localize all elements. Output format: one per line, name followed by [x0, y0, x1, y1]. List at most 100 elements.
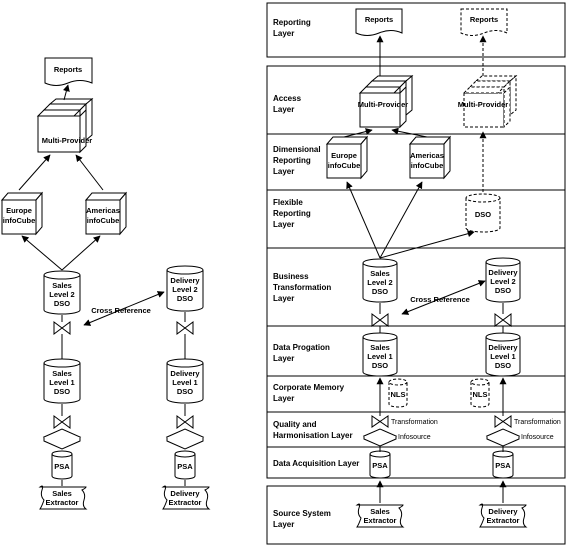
layer-flexible-1: Flexible [273, 198, 303, 207]
right-americas-cube: Americas infoCube [408, 135, 452, 180]
right-sales-nls: NLS [388, 378, 408, 408]
layer-data-acquisition: Data Acquisition Layer [273, 459, 359, 468]
right-sales-psa: PSA [369, 450, 391, 479]
left-reports-document: Reports [44, 57, 93, 86]
left-delivery-psa: PSA [174, 450, 196, 480]
layer-reporting-2: Layer [273, 29, 294, 38]
svg-text:DSO: DSO [177, 294, 193, 303]
left-cross-reference-label: Cross Reference [91, 306, 151, 315]
svg-text:Delivery: Delivery [488, 507, 518, 516]
layer-corporate-memory-2: Layer [273, 394, 294, 403]
left-delivery-l1-dso: Delivery Level 1 DSO [166, 358, 204, 404]
layer-dimensional-2: Reporting [273, 156, 311, 165]
svg-text:Reports: Reports [365, 15, 393, 24]
right-sales-l2-dso: Sales Level 2 DSO [362, 258, 398, 303]
right-reports-document: Reports [355, 8, 403, 36]
svg-text:Extractor: Extractor [487, 516, 520, 525]
layers-stack-box [266, 65, 566, 479]
right-multiprovider: Multi-Provider [358, 74, 414, 129]
svg-text:Sales: Sales [52, 281, 72, 290]
layer-business-3: Layer [273, 294, 294, 303]
right-transformation-sales-label: Transformation [391, 419, 438, 426]
svg-text:Delivery: Delivery [488, 268, 518, 277]
layer-corporate-memory-1: Corporate Memory [273, 383, 345, 392]
svg-text:Level 1: Level 1 [49, 378, 74, 387]
svg-text:Extractor: Extractor [169, 498, 202, 507]
left-sales-psa: PSA [51, 450, 73, 480]
svg-text:DSO: DSO [372, 287, 388, 296]
left-sales-infosource [42, 415, 82, 450]
svg-text:Extractor: Extractor [364, 516, 397, 525]
right-infosource-sales-label: Infosource [398, 434, 431, 441]
left-arrows [18, 84, 186, 486]
right-arrows [343, 35, 507, 503]
right-reports-dashed-document: Reports [460, 8, 508, 36]
svg-text:Sales: Sales [370, 343, 390, 352]
svg-text:NLS: NLS [473, 390, 488, 399]
right-flexible-dso-dashed: DSO [465, 193, 501, 233]
layer-access-2: Layer [273, 105, 294, 114]
svg-text:Europe: Europe [331, 151, 357, 160]
source-system-layer-box [266, 485, 566, 545]
layer-reporting-1: Reporting [273, 18, 311, 27]
svg-text:Level 2: Level 2 [367, 278, 392, 287]
right-delivery-valve [494, 313, 512, 327]
left-delivery-valve [176, 321, 194, 335]
right-transformation-delivery-label: Transformation [514, 419, 561, 426]
right-sales-infosource [362, 415, 398, 447]
right-delivery-extractor: Delivery Extractor [478, 503, 528, 528]
layer-dimensional-3: Layer [273, 167, 294, 176]
svg-text:DSO: DSO [495, 286, 511, 295]
left-delivery-l2-dso: Delivery Level 2 DSO [166, 265, 204, 312]
layer-quality-2: Harmonisation Layer [273, 431, 353, 440]
svg-text:Americas: Americas [410, 151, 444, 160]
svg-text:Level 1: Level 1 [367, 352, 392, 361]
left-sales-valve [53, 321, 71, 335]
left-reports-label: Reports [54, 65, 82, 74]
svg-text:Delivery: Delivery [170, 489, 200, 498]
left-americas-label-2: infoCube [87, 216, 120, 225]
svg-text:infoCube: infoCube [411, 161, 444, 170]
right-delivery-nls: NLS [470, 378, 490, 408]
right-europe-cube: Europe infoCube [325, 135, 369, 180]
layer-business-2: Transformation [273, 283, 331, 292]
right-sales-extractor: Sales Extractor [355, 503, 405, 528]
left-sales-extractor: Sales Extractor [38, 485, 88, 510]
svg-text:Level 1: Level 1 [490, 352, 515, 361]
svg-text:PSA: PSA [495, 461, 511, 470]
svg-text:DSO: DSO [495, 361, 511, 370]
svg-text:Delivery: Delivery [170, 369, 200, 378]
layer-labels: Reporting Layer Access Layer Dimensional… [273, 18, 359, 529]
right-sales-l1-dso: Sales Level 1 DSO [362, 332, 398, 377]
layer-flexible-3: Layer [273, 220, 294, 229]
right-multiprovider-dashed: Multi-Provider [458, 74, 518, 129]
svg-text:Level 2: Level 2 [490, 277, 515, 286]
left-delivery-infosource [165, 415, 205, 450]
svg-text:DSO: DSO [177, 387, 193, 396]
svg-text:Sales: Sales [52, 489, 72, 498]
svg-text:Level 2: Level 2 [172, 285, 197, 294]
svg-text:PSA: PSA [177, 462, 193, 471]
left-europe-label-1: Europe [6, 206, 32, 215]
svg-text:NLS: NLS [391, 390, 406, 399]
svg-text:Sales: Sales [370, 269, 390, 278]
left-americas-label-1: Americas [86, 206, 120, 215]
left-americas-cube: Americas infoCube [84, 191, 128, 236]
svg-text:Level 2: Level 2 [49, 290, 74, 299]
svg-text:Delivery: Delivery [488, 343, 518, 352]
svg-text:Level 1: Level 1 [172, 378, 197, 387]
layer-dimensional-1: Dimensional [273, 145, 321, 154]
layer-source-system-1: Source System [273, 509, 331, 518]
right-diagram: Reporting Layer Access Layer Dimensional… [266, 2, 566, 545]
layer-flexible-2: Reporting [273, 209, 311, 218]
layer-source-system-2: Layer [273, 520, 294, 529]
svg-text:DSO: DSO [54, 299, 70, 308]
left-europe-label-2: infoCube [3, 216, 36, 225]
left-sales-l2-dso: Sales Level 2 DSO [43, 270, 81, 315]
right-delivery-l1-dso: Delivery Level 1 DSO [485, 332, 521, 377]
left-diagram: Reports Multi-Provider Europe infoCube A… [0, 57, 211, 510]
layer-data-progation-1: Data Progation [273, 343, 330, 352]
right-infosource-delivery-label: Infosource [521, 434, 554, 441]
svg-text:Reports: Reports [470, 15, 498, 24]
